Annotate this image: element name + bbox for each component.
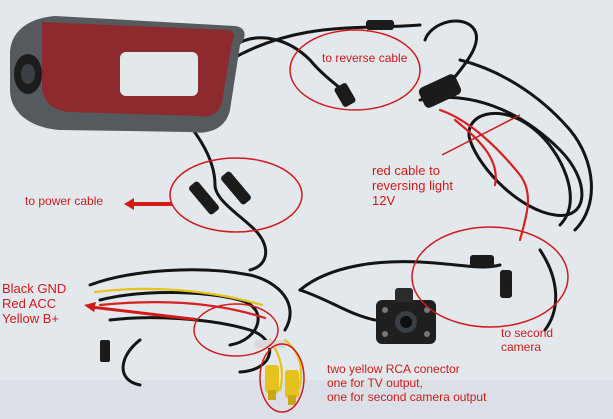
dash-camera-icon <box>10 16 245 133</box>
rca-ellipse <box>259 343 305 413</box>
rca-connector-icon <box>255 340 299 405</box>
red-cable-pointer <box>441 114 521 156</box>
reverse-cable-label: to reverse cable <box>322 51 407 65</box>
yellow-bplus-wire <box>93 287 264 307</box>
power-cable-text: to power cable <box>25 194 104 208</box>
reverse-cable-branch <box>233 36 347 94</box>
right-upper-loop <box>423 19 478 97</box>
red-acc-wire <box>98 301 267 320</box>
photo-shadow <box>0 380 613 419</box>
left-bundle-4 <box>121 338 142 387</box>
power-cable-arrow <box>124 198 172 210</box>
left-bundle-1 <box>88 268 292 332</box>
right-coil-cable-2 <box>458 58 593 232</box>
top-connector-icon <box>366 20 394 30</box>
second-camera-line-2: camera <box>501 340 542 354</box>
annotation-marks <box>169 29 569 413</box>
wire-color-yellow: Yellow B+ <box>2 311 59 326</box>
reverse-cable-text: to reverse cable <box>322 51 408 65</box>
rca-line-2: one for TV output, <box>327 376 423 390</box>
wire-colors-ellipse <box>193 303 279 357</box>
red-cable-label: red cable to reversing light 12V <box>372 163 453 208</box>
red-reverse-wire <box>438 108 529 242</box>
power-connector-icon <box>189 181 219 215</box>
second-camera-plug-icon <box>500 270 512 298</box>
second-camera-label: to second camera <box>501 326 553 354</box>
loose-wire-end-icon <box>100 340 110 362</box>
rca-label: two yellow RCA conector one for TV outpu… <box>327 362 486 404</box>
power-connector-2-icon <box>221 171 251 205</box>
wire-color-black: Black GND <box>2 281 67 296</box>
connectors <box>100 20 512 362</box>
red-cable-line-2: reversing light <box>372 178 453 193</box>
rca-line-1: two yellow RCA conector <box>327 362 460 376</box>
rear-camera-icon <box>376 288 436 344</box>
second-camera-lead <box>538 248 558 332</box>
left-bundle-3 <box>108 316 272 374</box>
red-cable-line-3: 12V <box>372 193 396 208</box>
second-camera-line-1: to second <box>501 326 554 340</box>
power-cable-label: to power cable <box>25 194 103 208</box>
wire-colors-arrow <box>84 302 196 321</box>
reverse-cable-ellipse <box>289 29 421 111</box>
reverse-connector-icon <box>334 83 356 107</box>
second-camera-connector-icon <box>470 255 494 267</box>
yellow-rca-wire-2 <box>283 338 303 394</box>
wire-colors-label: Black GND Red ACC Yellow B+ <box>2 281 66 326</box>
top-long-cable <box>228 23 422 62</box>
wire-color-red: Red ACC <box>2 296 57 311</box>
rear-camera-lead <box>298 288 377 322</box>
red-cables <box>98 108 529 320</box>
second-camera-ellipse <box>411 226 569 328</box>
red-cable-line-1: red cable to <box>372 163 440 178</box>
red-reverse-wire-2 <box>453 118 497 187</box>
rca-line-3: one for second camera output <box>327 390 487 404</box>
red-cable-connector-icon <box>418 74 462 108</box>
right-coil-cable <box>418 95 584 227</box>
power-cable-ellipse <box>169 157 303 233</box>
annotation-arrows <box>84 198 196 321</box>
